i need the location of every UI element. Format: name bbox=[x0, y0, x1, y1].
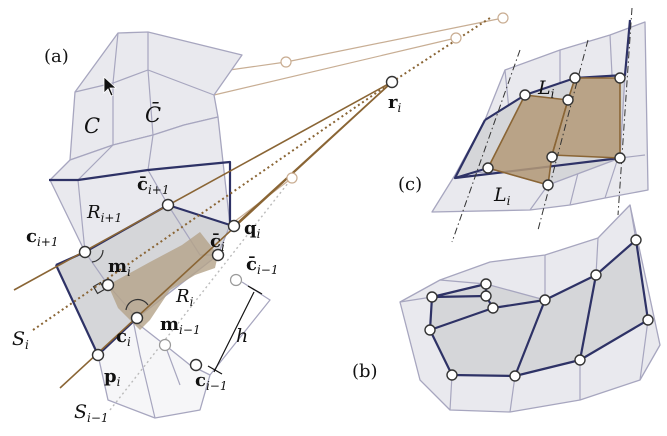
surface-top-grid bbox=[74, 32, 215, 145]
label-curve-C-bar: C̄ bbox=[145, 102, 161, 127]
node-cbar-next bbox=[161, 198, 175, 212]
b-node-9 bbox=[574, 354, 586, 366]
angle-mark-bottom bbox=[125, 298, 149, 311]
b-surface-grid bbox=[399, 204, 649, 413]
panel-c: (c) Li Li bbox=[398, 7, 649, 243]
surface-middle-strip bbox=[49, 116, 231, 253]
node-far-4 bbox=[286, 172, 298, 184]
c-node-2 bbox=[562, 94, 574, 106]
label-curve-C: C bbox=[84, 114, 100, 138]
dimension-h-tick-top bbox=[247, 285, 263, 295]
node-m-prev bbox=[158, 338, 172, 352]
angle-mark-top bbox=[91, 249, 104, 263]
dimension-h-tick-bottom bbox=[207, 365, 223, 375]
panel-a-tag: (a) bbox=[44, 46, 69, 67]
ray-c bbox=[59, 81, 393, 389]
label-S-i: Si bbox=[12, 328, 29, 352]
mouse-cursor-icon bbox=[103, 76, 118, 97]
node-cbar-i bbox=[211, 248, 225, 262]
c-node-8 bbox=[614, 152, 626, 164]
c-node-3 bbox=[569, 72, 581, 84]
node-far-3 bbox=[497, 12, 509, 24]
c-dashdot-1 bbox=[451, 49, 521, 243]
label-cbar-next: c̄i+1 bbox=[137, 174, 170, 197]
label-m-i: mi bbox=[108, 256, 131, 279]
label-q-i: qi bbox=[244, 218, 261, 241]
node-c-prev bbox=[189, 358, 203, 372]
node-cbar-prev bbox=[229, 273, 243, 287]
b-node-1 bbox=[426, 291, 438, 303]
node-c-i bbox=[130, 311, 144, 325]
b-node-10 bbox=[509, 370, 521, 382]
c-node-7 bbox=[542, 179, 554, 191]
c-surface-grid bbox=[454, 34, 646, 211]
c-node-5 bbox=[482, 162, 494, 174]
node-m-i bbox=[101, 278, 115, 292]
panel-b: (b) bbox=[352, 204, 661, 413]
b-node-3 bbox=[480, 290, 492, 302]
label-R-i: Ri bbox=[175, 286, 194, 309]
label-cbar-i: c̄i bbox=[210, 231, 225, 254]
label-S-prev: Si−1 bbox=[74, 401, 109, 425]
b-node-6 bbox=[590, 269, 602, 281]
ray-c-next bbox=[13, 81, 393, 291]
label-p-i: pi bbox=[104, 366, 121, 389]
panel-c-tag: (c) bbox=[398, 174, 422, 195]
b-node-4 bbox=[487, 302, 499, 314]
c-node-6 bbox=[546, 151, 558, 163]
dimension-h-line bbox=[213, 291, 255, 373]
ray-faint-3 bbox=[213, 37, 457, 96]
panel-b-tag: (b) bbox=[352, 361, 378, 382]
patch-R-i bbox=[108, 232, 218, 330]
b-node-2 bbox=[480, 278, 492, 290]
label-cbar-prev: c̄i−1 bbox=[246, 254, 279, 277]
label-m-prev: mi−1 bbox=[160, 314, 201, 337]
node-q-i bbox=[227, 219, 241, 233]
ray-faint-2 bbox=[285, 17, 504, 63]
b-node-5 bbox=[539, 294, 551, 306]
b-node-8 bbox=[642, 314, 654, 326]
b-node-12 bbox=[424, 324, 436, 336]
c-dashdot-2 bbox=[537, 39, 589, 231]
c-dashdot-3 bbox=[617, 7, 633, 216]
b-node-11 bbox=[446, 369, 458, 381]
label-r-i: ri bbox=[388, 92, 401, 115]
node-far-2 bbox=[450, 32, 462, 44]
label-R-next: Ri+1 bbox=[86, 202, 122, 225]
label-h: h bbox=[236, 325, 248, 347]
node-r-i bbox=[385, 75, 399, 89]
node-far-1 bbox=[280, 56, 292, 68]
label-c-next: ci+1 bbox=[26, 226, 59, 249]
panel-a: (a) C C̄ ri Ri+1 ci+1 c̄i+1 qi mi c̄i c̄… bbox=[12, 12, 509, 425]
label-c-prev: ci−1 bbox=[195, 370, 228, 393]
node-c-next bbox=[78, 245, 92, 259]
curve-navy-upper bbox=[49, 160, 232, 225]
ray-dotted-S-prev bbox=[109, 177, 293, 411]
label-c-i: ci bbox=[116, 326, 131, 349]
node-p-i bbox=[91, 348, 105, 362]
c-node-4 bbox=[614, 72, 626, 84]
label-L-top: Li bbox=[537, 77, 555, 101]
label-L-bottom: Li bbox=[493, 184, 511, 208]
c-node-1 bbox=[519, 89, 531, 101]
b-node-7 bbox=[630, 234, 642, 246]
